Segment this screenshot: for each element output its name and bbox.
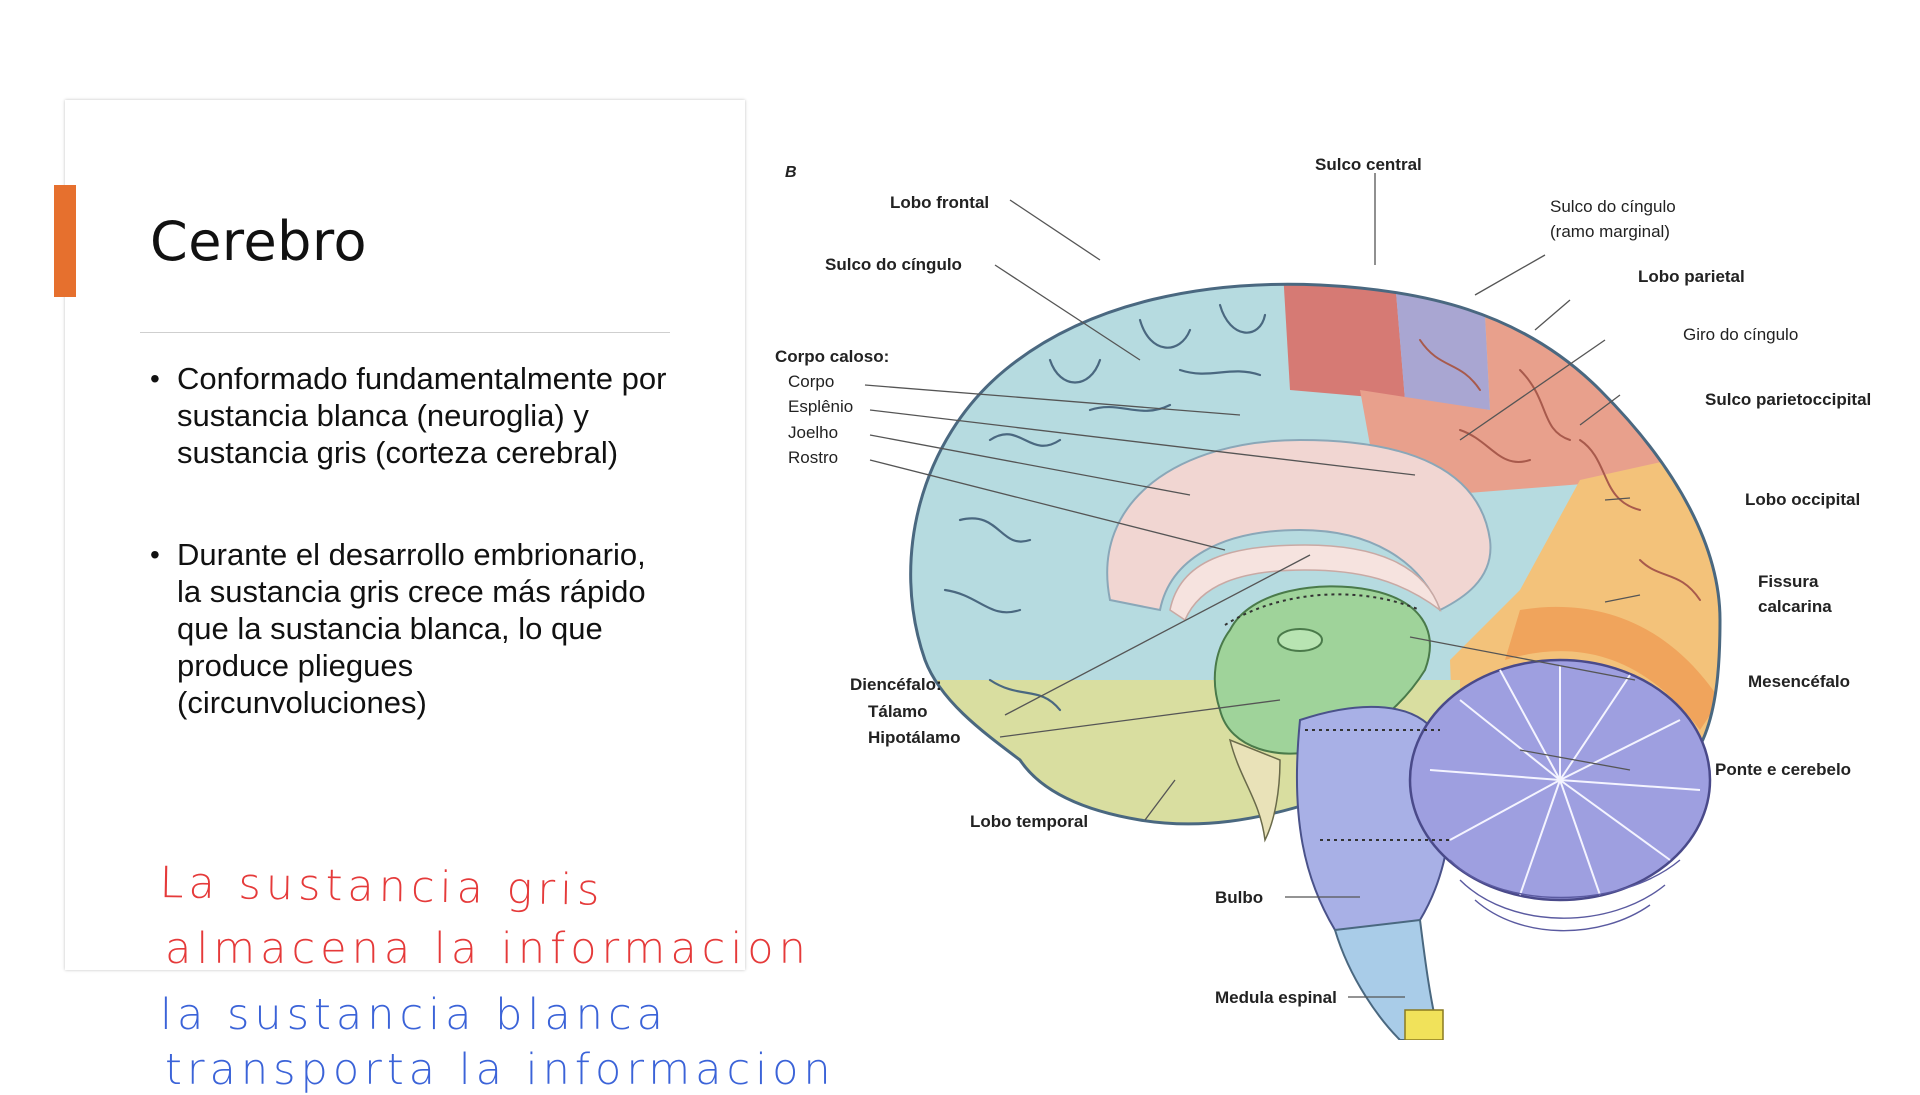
hemisphere-outline: [909, 282, 1722, 835]
postcentral-region: [1390, 284, 1490, 410]
leader-lines: [864, 173, 1641, 998]
thalamus-mass: [1277, 628, 1323, 652]
bullet-item: Durante el desarrollo embrionario, la su…: [150, 536, 670, 721]
handwritten-note-line2: almacena la informacion: [165, 924, 811, 974]
label-bulbo: Bulbo: [1215, 888, 1263, 907]
label-lobo-temporal: Lobo temporal: [970, 812, 1088, 831]
label-sulco-parietoccipital: Sulco parietoccipital: [1705, 390, 1871, 409]
cerebellum-lamellae: [1449, 859, 1681, 932]
label-calcarina: calcarina: [1758, 597, 1832, 616]
label-lobo-parietal: Lobo parietal: [1638, 267, 1745, 286]
label-mesencefalo: Mesencéfalo: [1748, 672, 1850, 691]
slide-panel: [65, 100, 745, 970]
label-corpo-caloso: Corpo caloso:: [775, 347, 889, 366]
slide-title: Cerebro: [150, 210, 367, 273]
label-rostro: Rostro: [788, 448, 838, 467]
label-medula-espinal: Medula espinal: [1215, 988, 1337, 1007]
cerebellum-folia: [1429, 665, 1701, 896]
label-hipotalamo: Hipotálamo: [868, 728, 961, 747]
label-diencefalo: Diencéfalo:: [850, 675, 942, 694]
cingulate-gyrus: [1106, 438, 1492, 612]
panel-letter: B: [785, 164, 797, 181]
title-divider: [140, 332, 670, 333]
label-ponte-cerebelo: Ponte e cerebelo: [1715, 760, 1851, 779]
label-corpo: Corpo: [788, 372, 834, 391]
handwritten-note-line4: transporta la informacion: [165, 1045, 836, 1095]
label-sulco-cingulo-marginal: Sulco do cíngulo: [1550, 197, 1676, 216]
label-lobo-frontal: Lobo frontal: [890, 193, 989, 212]
calcarine-band: [1505, 606, 1720, 730]
label-esplenio: Esplênio: [788, 397, 853, 416]
bullet-list: Conformado fundamentalmente por sustanci…: [150, 360, 670, 721]
pituitary-stalk: [1228, 738, 1281, 843]
label-ramo-marginal: (ramo marginal): [1550, 222, 1670, 241]
label-fissura: Fissura: [1758, 572, 1819, 591]
label-giro-cingulo: Giro do cíngulo: [1683, 325, 1798, 344]
label-joelho: Joelho: [788, 423, 838, 442]
brain-sagittal-diagram: B Sulco central Lobo frontal Sulco do cí…: [775, 155, 1871, 1040]
precentral-region: [1280, 284, 1405, 400]
label-lobo-occipital: Lobo occipital: [1745, 490, 1860, 509]
label-talamo: Tálamo: [868, 702, 928, 721]
label-sulco-central: Sulco central: [1315, 155, 1422, 174]
handwritten-note-line1: La sustancia gris: [159, 858, 605, 916]
handwritten-note-line3: la sustancia blanca: [160, 990, 668, 1040]
spinal-cord-cut: [1404, 1009, 1444, 1040]
bullet-item: Conformado fundamentalmente por sustanci…: [150, 360, 670, 471]
title-accent-bar: [54, 185, 76, 297]
label-sulco-cingulo: Sulco do cíngulo: [825, 255, 962, 274]
corpus-callosum: [1169, 544, 1442, 622]
